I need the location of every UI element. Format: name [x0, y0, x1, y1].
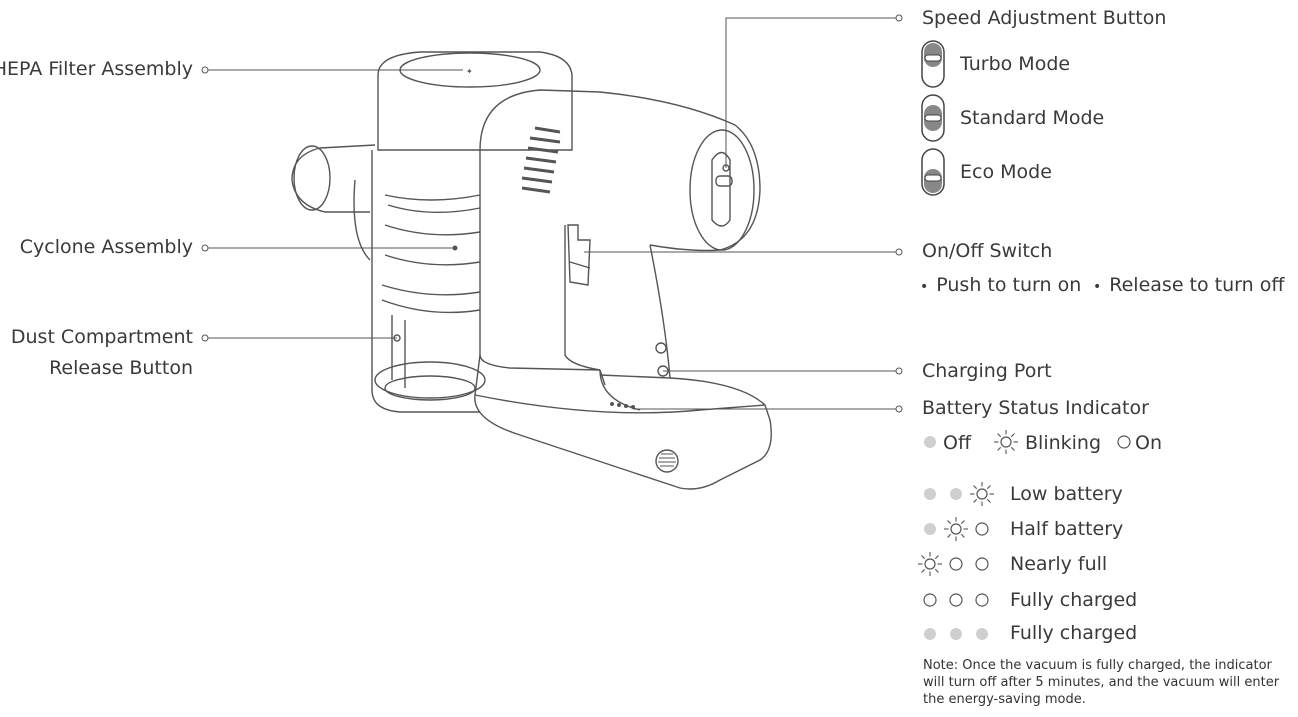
state-label-fully-charged-off: Fully charged	[1010, 622, 1138, 644]
standard-mode-label: Standard Mode	[960, 107, 1105, 129]
led-on-icon	[1117, 435, 1131, 449]
state-label-half: Half battery	[1010, 518, 1124, 540]
turbo-mode-label: Turbo Mode	[960, 53, 1071, 75]
state-label-low: Low battery	[1010, 483, 1123, 505]
led-on-icon	[975, 557, 989, 571]
led-off-icon	[976, 628, 988, 640]
led-on-icon	[923, 593, 937, 607]
battery-led-rows	[918, 482, 994, 640]
led-on-icon	[949, 593, 963, 607]
led-off-icon	[950, 488, 962, 500]
led-on-icon	[975, 593, 989, 607]
led-blinking-icon	[994, 430, 1018, 454]
legend-on-label: On	[1135, 432, 1162, 454]
led-on-icon	[949, 557, 963, 571]
eco-mode-label: Eco Mode	[960, 161, 1052, 183]
legend-off-label: Off	[943, 432, 972, 454]
state-label-nearly-full: Nearly full	[1010, 553, 1108, 575]
led-blinking-icon	[944, 517, 968, 541]
led-off-icon	[950, 628, 962, 640]
led-off-icon	[924, 436, 936, 448]
push-to-turn-on-text: Push to turn on	[920, 274, 1081, 298]
charging-port-label: Charging Port	[922, 360, 1052, 382]
leader-lines	[201, 14, 903, 413]
eco-mode-icon	[921, 148, 945, 196]
led-blinking-icon	[918, 552, 942, 576]
led-off-icon	[924, 523, 936, 535]
energy-saving-note: Note: Once the vacuum is fully charged, …	[923, 658, 1280, 707]
release-to-turn-off-text: Release to turn off	[1093, 274, 1284, 298]
led-off-icon	[924, 628, 936, 640]
led-blinking-icon	[994, 430, 1018, 454]
svg-text:✦: ✦	[466, 67, 473, 76]
led-blinking-icon	[970, 482, 994, 506]
push-text: Push to turn on	[936, 274, 1082, 296]
led-on-icon	[975, 522, 989, 536]
legend-blinking-label: Blinking	[1025, 432, 1102, 454]
led-off-icon	[924, 488, 936, 500]
dust-compartment-label-line2: Release Button	[49, 357, 193, 379]
state-label-fully-charged: Fully charged	[1010, 589, 1138, 611]
standard-mode-icon	[921, 94, 945, 142]
speed-adjustment-title: Speed Adjustment Button	[922, 7, 1167, 29]
battery-status-title: Battery Status Indicator	[922, 397, 1149, 419]
vacuum-illustration: ✦	[291, 51, 772, 490]
hepa-filter-label: HEPA Filter Assembly	[0, 58, 193, 80]
on-off-switch-title: On/Off Switch	[922, 240, 1053, 262]
release-text: Release to turn off	[1109, 274, 1285, 296]
cyclone-assembly-label: Cyclone Assembly	[19, 236, 193, 258]
dust-compartment-label-line1: Dust Compartment	[10, 326, 193, 348]
turbo-mode-icon	[921, 40, 945, 88]
